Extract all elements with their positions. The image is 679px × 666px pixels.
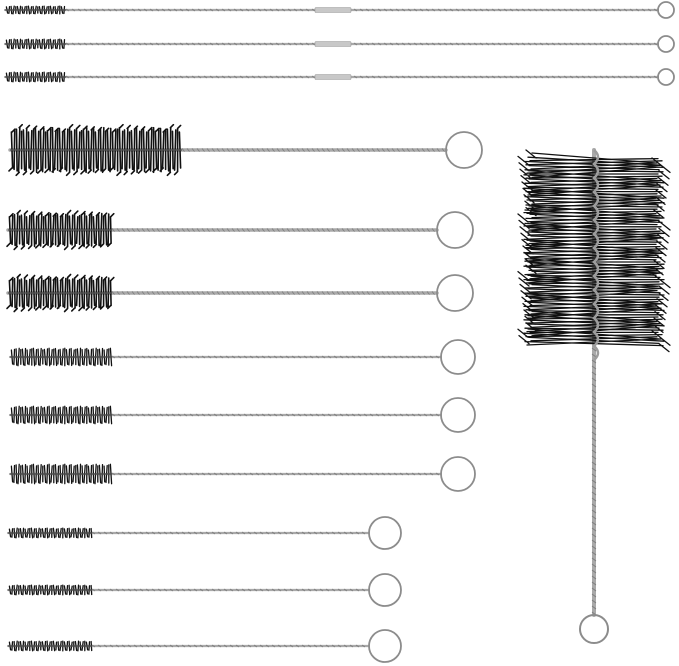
wire-twist <box>111 228 435 232</box>
small-tube-brush-1 <box>8 339 476 375</box>
wire-twist <box>111 472 440 476</box>
ring-loop <box>445 131 483 169</box>
ferrule <box>314 7 352 13</box>
ring-loop <box>579 614 609 644</box>
ring-loop <box>368 629 402 663</box>
spiral-core <box>592 149 600 361</box>
wire-twist <box>91 588 366 592</box>
ring-loop <box>657 68 675 86</box>
ferrule <box>314 74 352 80</box>
long-thin-brush-1 <box>3 1 675 19</box>
ring-loop <box>440 397 476 433</box>
long-thin-brush-3 <box>3 68 675 86</box>
mini-brush-2 <box>6 573 402 607</box>
ring-loop <box>440 339 476 375</box>
wire-twist <box>111 291 435 295</box>
wire-twist <box>181 148 445 152</box>
wire-twist <box>111 413 440 417</box>
wire-twist <box>591 347 597 616</box>
ring-loop <box>440 456 476 492</box>
ring-loop <box>436 211 474 249</box>
mini-brush-3 <box>6 629 402 663</box>
ring-loop <box>657 35 675 53</box>
wire-twist <box>91 531 366 535</box>
medium-tube-brush-2 <box>6 273 474 313</box>
small-tube-brush-3 <box>8 456 476 492</box>
ferrule <box>314 41 352 47</box>
mini-brush-1 <box>6 516 402 550</box>
large-tube-brush <box>8 123 483 177</box>
small-tube-brush-2 <box>8 397 476 433</box>
long-thin-brush-2 <box>3 35 675 53</box>
wire-twist <box>91 644 366 648</box>
wire-twist <box>111 355 440 359</box>
bristles <box>517 149 671 353</box>
ring-loop <box>436 274 474 312</box>
ring-loop <box>368 516 402 550</box>
jumbo-bottle-brush <box>517 148 671 644</box>
ring-loop <box>657 1 675 19</box>
medium-tube-brush-1 <box>6 209 474 251</box>
ring-loop <box>368 573 402 607</box>
